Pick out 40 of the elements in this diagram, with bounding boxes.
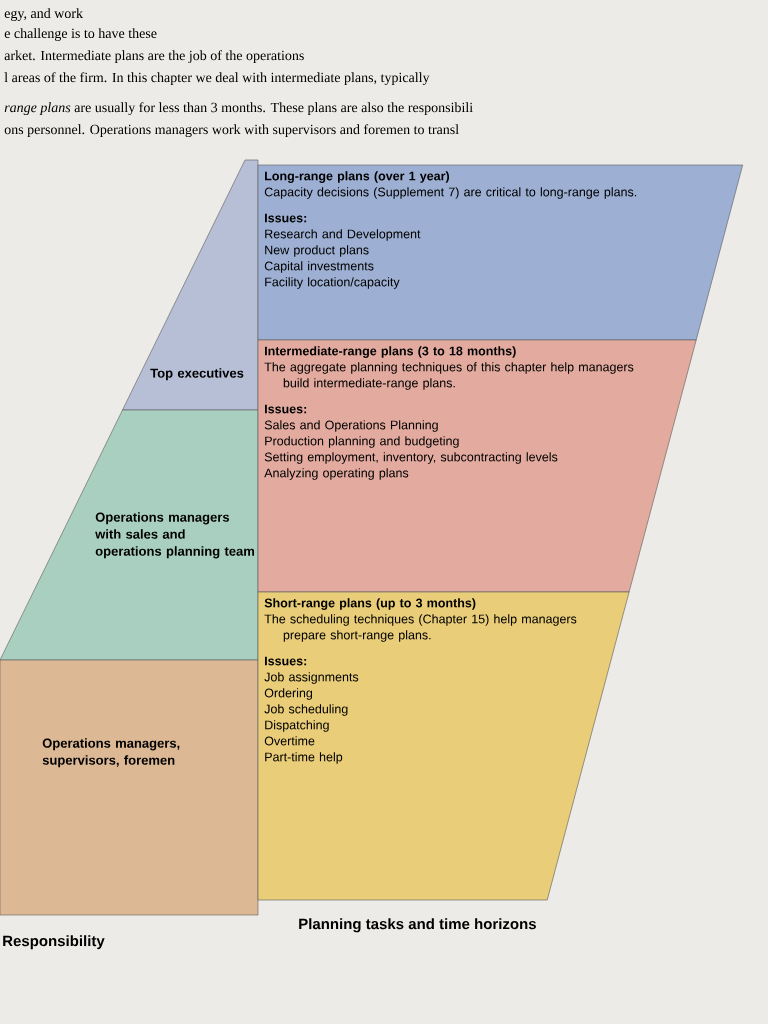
role-label: Top executives <box>150 368 244 381</box>
planning-band <box>257 339 697 593</box>
plan-heading: Intermediate-range plans (3 to 18 months) <box>265 346 516 358</box>
responsibility-band <box>0 409 259 661</box>
body-text: e challenge is to have these <box>4 28 157 41</box>
responsibility-band <box>0 659 259 916</box>
plan-description: The aggregate planning techniques of this chapter help managers build intermediate-range plans. <box>264 362 634 390</box>
issue-item: Production planning and budgeting <box>265 436 459 448</box>
body-text: ons personnel. Operations managers work with supervisors and foremen to transl <box>4 124 459 138</box>
issues-heading: Issues: <box>265 656 307 666</box>
issue-item: Part-time help <box>265 752 343 764</box>
column-caption: Responsibility <box>3 935 105 950</box>
role-label: Operations managers with sales and operations planning team <box>95 512 255 559</box>
body-text: egy, and work <box>4 8 83 21</box>
body-text: arket. Intermediate plans are the job of the operations <box>4 50 304 64</box>
issue-item: Setting employment, inventory, subcontracting levels <box>264 452 558 464</box>
plan-description: The scheduling techniques (Chapter 15) help managers prepare short-range plans. <box>264 614 577 642</box>
issues-heading: Issues: <box>265 404 307 414</box>
plan-description: Capacity decisions (Supplement 7) are critical to long-range plans. <box>264 187 637 199</box>
planning-band <box>257 164 743 341</box>
issue-item: Sales and Operations Planning <box>264 420 438 432</box>
body-text: range plans are usually for less than 3 months. These plans are also the responsibili <box>4 102 473 116</box>
issue-item: Overtime <box>264 736 315 746</box>
issue-item: Ordering <box>264 688 313 700</box>
issue-item: Job assignments <box>264 672 359 684</box>
body-text: l areas of the firm. In this chapter we deal with intermediate plans, typically <box>4 72 430 86</box>
planning-band <box>257 591 630 901</box>
issue-item: Analyzing operating plans <box>264 468 409 480</box>
plan-heading: Short-range plans (up to 3 months) <box>264 598 476 610</box>
issue-item: Capital investments <box>264 261 374 273</box>
issues-heading: Issues: <box>265 213 307 223</box>
responsibility-band <box>122 159 259 411</box>
issue-item: Dispatching <box>265 720 329 732</box>
issue-item: New product plans <box>265 245 369 257</box>
issue-item: Facility location/capacity <box>265 277 400 289</box>
issue-item: Job scheduling <box>264 704 348 716</box>
column-caption: Planning tasks and time horizons <box>299 918 536 933</box>
plan-heading: Long-range plans (over 1 year) <box>265 171 450 183</box>
role-label: Operations managers, supervisors, foremen <box>42 738 180 768</box>
issue-item: Research and Development <box>265 229 421 241</box>
